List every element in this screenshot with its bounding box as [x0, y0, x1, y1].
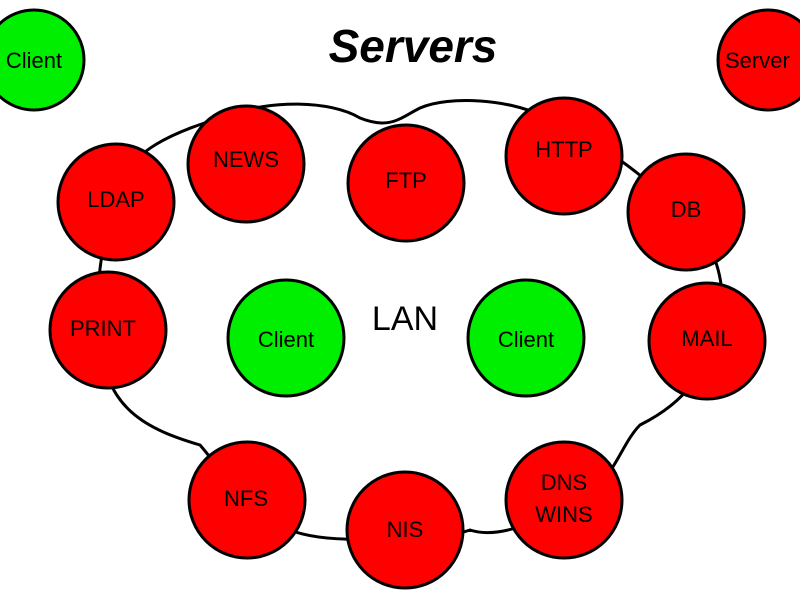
- server-http-circle: [504, 96, 624, 216]
- server-wins-label: WINS: [535, 502, 592, 527]
- server-ldap: LDAP: [56, 142, 176, 262]
- client-right-label: Client: [498, 327, 554, 352]
- server-dns-wins: DNS WINS: [504, 440, 624, 560]
- server-dns-label: DNS: [541, 470, 587, 495]
- legend-client-node: Client: [0, 8, 86, 112]
- server-news: NEWS: [186, 104, 306, 224]
- server-db: DB: [626, 152, 746, 272]
- server-ldap-label: LDAP: [87, 187, 144, 212]
- server-news-circle: [186, 104, 306, 224]
- client-left-label: Client: [258, 327, 314, 352]
- server-nis-circle: [345, 470, 465, 590]
- client-right-circle: [466, 278, 586, 398]
- legend-server-label: Server: [725, 48, 790, 73]
- server-print: PRINT: [48, 270, 168, 390]
- legend-server-circle: [716, 8, 800, 112]
- lan-label: LAN: [372, 300, 438, 338]
- legend-server-node: Server: [716, 8, 800, 112]
- server-ldap-circle: [56, 142, 176, 262]
- client-left: Client: [226, 278, 346, 398]
- client-right: Client: [466, 278, 586, 398]
- legend-client-label: Client: [6, 48, 62, 73]
- server-ftp-circle: [346, 123, 466, 243]
- server-print-label: PRINT: [70, 316, 136, 341]
- legend-client-circle: [0, 8, 86, 112]
- server-nfs-label: NFS: [224, 486, 268, 511]
- server-nfs-circle: [187, 440, 307, 560]
- server-http: HTTP: [504, 96, 624, 216]
- server-mail-label: MAIL: [681, 326, 732, 351]
- server-ftp-label: FTP: [385, 168, 427, 193]
- server-dns-wins-circle: [504, 440, 624, 560]
- server-nis: NIS: [345, 470, 465, 590]
- server-mail-circle: [647, 281, 767, 401]
- server-db-circle: [626, 152, 746, 272]
- server-print-circle: [48, 270, 168, 390]
- server-db-label: DB: [671, 197, 702, 222]
- server-mail: MAIL: [647, 281, 767, 401]
- server-nis-label: NIS: [387, 517, 424, 542]
- server-ftp: FTP: [346, 123, 466, 243]
- client-left-circle: [226, 278, 346, 398]
- server-http-label: HTTP: [535, 137, 592, 162]
- server-nfs: NFS: [187, 440, 307, 560]
- server-news-label: NEWS: [213, 147, 279, 172]
- diagram-title: Servers: [329, 20, 498, 72]
